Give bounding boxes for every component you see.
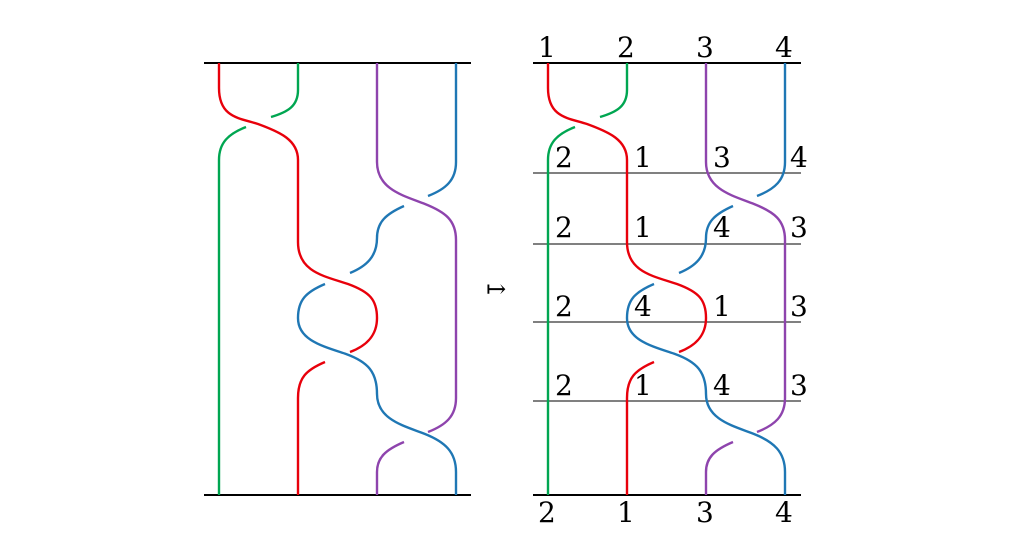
top-label: 2: [617, 31, 635, 64]
mid-label: 2: [555, 369, 573, 402]
left-strand-red-b: [296, 360, 326, 495]
mid-labels-row-4: 2 1 4 3: [555, 369, 808, 402]
left-braid: [204, 62, 471, 496]
mid-labels-row-1: 2 1 3 4: [555, 141, 808, 174]
mid-label: 1: [634, 141, 652, 174]
mid-label: 3: [790, 369, 808, 402]
left-strand-blue-b: [349, 204, 405, 275]
mapsto-arrow: ↦: [486, 275, 506, 303]
mid-label: 2: [555, 211, 573, 244]
mid-labels-row-2: 2 1 4 3: [555, 211, 808, 244]
right-strand-red: [546, 63, 708, 354]
left-strand-purple-b: [375, 440, 405, 495]
left-strand-red: [217, 63, 379, 354]
right-strand-blue-c: [625, 282, 787, 495]
mid-label: 3: [790, 211, 808, 244]
mid-label: 1: [634, 369, 652, 402]
mid-label: 4: [713, 211, 731, 244]
bottom-labels: 2 1 3 4: [538, 496, 793, 529]
left-strand-green-b: [217, 125, 247, 495]
mid-label: 4: [790, 141, 808, 174]
top-labels: 1 2 3 4: [538, 31, 793, 64]
right-strand-purple: [704, 63, 787, 434]
mid-label: 3: [790, 290, 808, 323]
bottom-label: 2: [538, 496, 556, 529]
right-strand-blue: [756, 63, 787, 198]
mid-label: 1: [713, 290, 731, 323]
mid-label: 3: [713, 141, 731, 174]
mid-label: 1: [634, 211, 652, 244]
mid-label: 2: [555, 141, 573, 174]
bottom-label: 3: [696, 496, 714, 529]
right-strand-purple-b: [704, 440, 734, 495]
mid-label: 4: [634, 290, 652, 323]
right-strand-green: [599, 63, 629, 119]
left-strand-blue-c: [296, 282, 458, 495]
top-label: 3: [696, 31, 714, 64]
mid-labels-row-3: 2 4 1 3: [555, 290, 808, 323]
mid-label: 4: [713, 369, 731, 402]
right-strand-blue-b: [678, 204, 734, 275]
left-strand-purple: [375, 63, 458, 434]
bottom-label: 1: [617, 496, 635, 529]
top-label: 4: [775, 31, 793, 64]
top-label: 1: [538, 31, 556, 64]
right-braid: 1 2 3 4 2 1 3 4 2 1 4 3 2 4 1 3 2 1: [533, 31, 808, 529]
left-strand-blue: [427, 63, 458, 198]
bottom-label: 4: [775, 496, 793, 529]
right-strand-green-b: [546, 125, 576, 495]
right-strand-red-b: [625, 360, 655, 495]
mid-label: 2: [555, 290, 573, 323]
left-strand-green: [270, 63, 300, 119]
